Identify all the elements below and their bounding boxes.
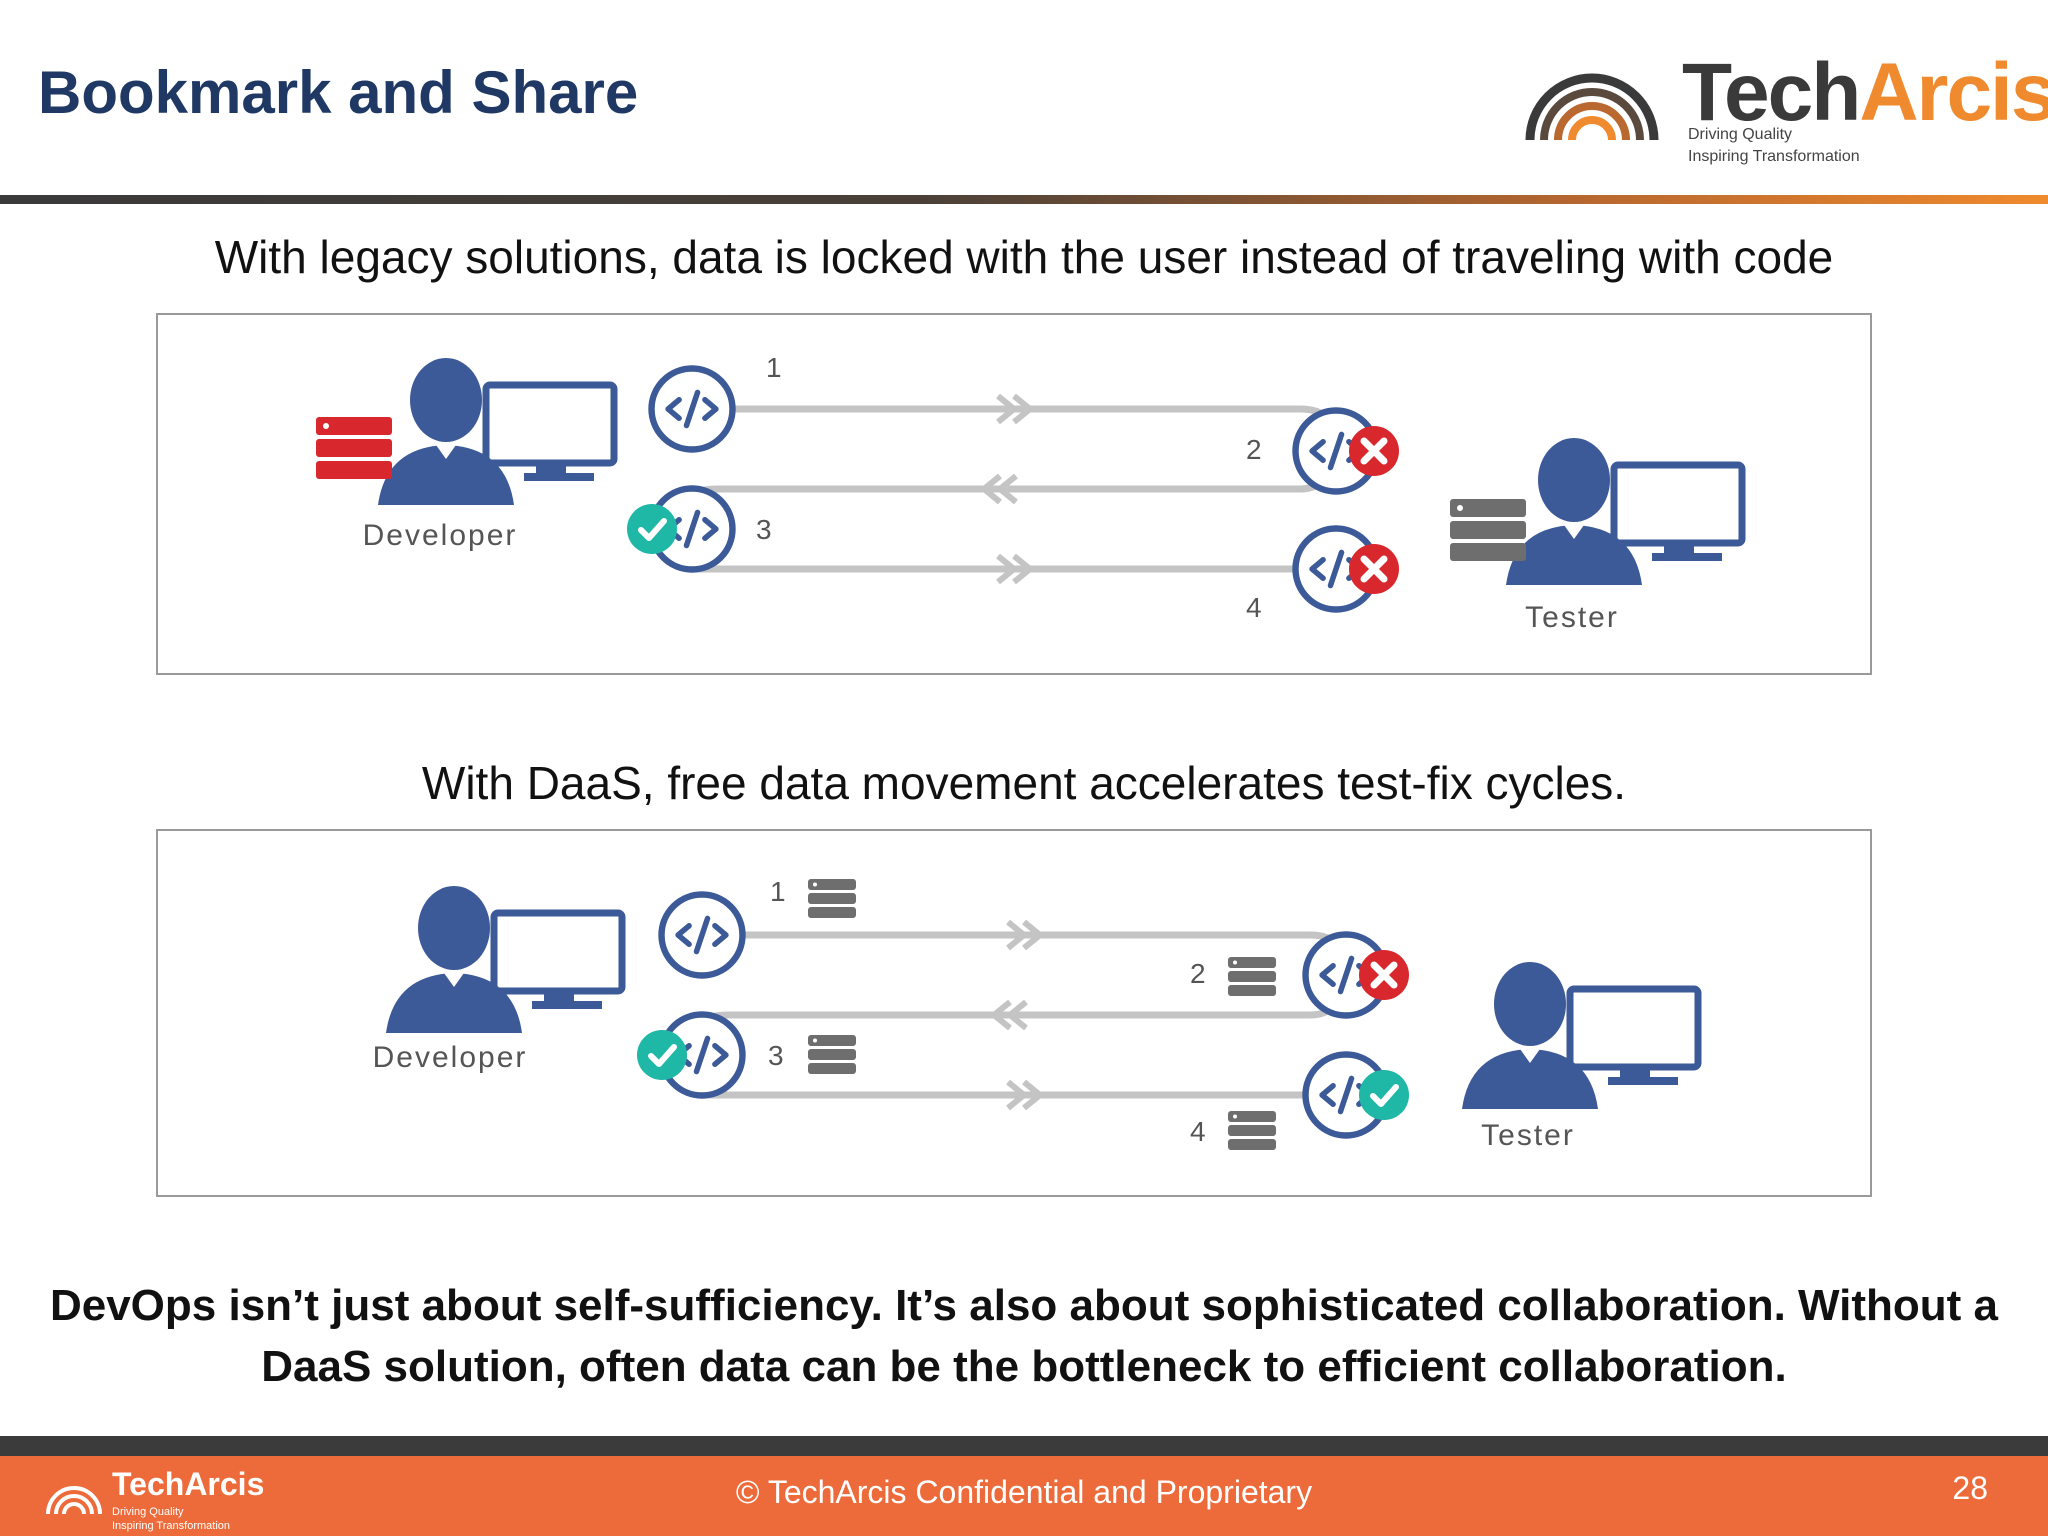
check-icon <box>627 504 677 554</box>
legacy-diagram-svg: Developer 1 2 3 4 Tester <box>316 352 1874 634</box>
tester-icon <box>1506 438 1742 585</box>
developer-icon <box>386 886 622 1033</box>
footer-confidential: © TechArcis Confidential and Proprietary <box>735 1474 1313 1510</box>
tester-label: Tester <box>1525 601 1619 634</box>
server-icon <box>808 1035 856 1074</box>
error-icon <box>1349 426 1399 476</box>
summary-note-line-1: DevOps isn’t just about self-sufficiency… <box>49 1281 1999 1330</box>
footer-logo-wordmark: TechArcis <box>112 1466 264 1503</box>
developer-label: Developer <box>373 1041 528 1074</box>
server-icon <box>1228 957 1276 996</box>
step-1-label: 1 <box>766 352 782 383</box>
logo-tagline-2: Inspiring Transformation <box>1688 148 1860 165</box>
footer-logo-tagline-2: Inspiring Transformation <box>112 1520 230 1532</box>
logo-arcs-icon <box>1525 73 1659 141</box>
error-icon <box>1359 950 1409 1000</box>
footer-logo-arcis: Arcis <box>184 1466 265 1502</box>
footer-logo-arcs-icon <box>46 1486 102 1515</box>
developer-label: Developer <box>363 519 518 552</box>
error-icon <box>1349 544 1399 594</box>
tester-icon <box>1462 962 1698 1109</box>
slide-title: Bookmark and Share <box>38 59 639 126</box>
server-icon <box>316 417 392 479</box>
techarcis-logo: TechArcis Driving Quality Inspiring Tran… <box>1520 48 2048 178</box>
step-2-label: 2 <box>1246 434 1262 465</box>
summary-note-line-2: DaaS solution, often data can be the bot… <box>261 1342 1787 1391</box>
step-4-label: 4 <box>1246 592 1262 623</box>
page-number: 28 <box>1952 1470 1988 1506</box>
logo-tagline-1: Driving Quality <box>1688 126 1793 143</box>
check-icon <box>1359 1070 1409 1120</box>
footer-logo-tagline-1: Driving Quality <box>112 1506 184 1518</box>
code-icon <box>662 895 743 976</box>
developer-icon <box>378 358 614 505</box>
legacy-flow-lines <box>674 396 1340 582</box>
header-divider <box>0 195 2048 204</box>
tester-label: Tester <box>1481 1119 1575 1152</box>
footer-logo: TechArcis Driving Quality Inspiring Tran… <box>44 1464 284 1534</box>
server-icon <box>808 879 856 918</box>
step-1-label: 1 <box>770 876 786 907</box>
server-icon <box>1228 1111 1276 1150</box>
daas-diagram-svg: Developer 1 2 3 4 Tester <box>373 876 1874 1152</box>
daas-flow-lines <box>684 922 1350 1108</box>
logo-wordmark: TechArcis <box>1682 52 2048 134</box>
logo-wordmark-tech: Tech <box>1682 47 1861 138</box>
check-icon <box>637 1030 687 1080</box>
code-icon <box>652 369 733 450</box>
legacy-diagram: Developer 1 2 3 4 Tester <box>156 313 1872 675</box>
step-2-label: 2 <box>1190 958 1206 989</box>
footer-divider <box>0 1436 2048 1456</box>
step-3-label: 3 <box>756 514 772 545</box>
logo-wordmark-arcis: Arcis <box>1859 47 2048 138</box>
footer-logo-tech: Tech <box>112 1466 185 1502</box>
footer: TechArcis Driving Quality Inspiring Tran… <box>0 1456 2048 1536</box>
daas-diagram: Developer 1 2 3 4 Tester <box>156 829 1872 1197</box>
daas-caption: With DaaS, free data movement accelerate… <box>421 757 1627 809</box>
server-icon <box>1450 499 1526 561</box>
summary-note: DevOps isn’t just about self-sufficiency… <box>0 1275 2048 1397</box>
legacy-caption: With legacy solutions, data is locked wi… <box>214 231 1834 283</box>
step-3-label: 3 <box>768 1040 784 1071</box>
step-4-label: 4 <box>1190 1116 1206 1147</box>
